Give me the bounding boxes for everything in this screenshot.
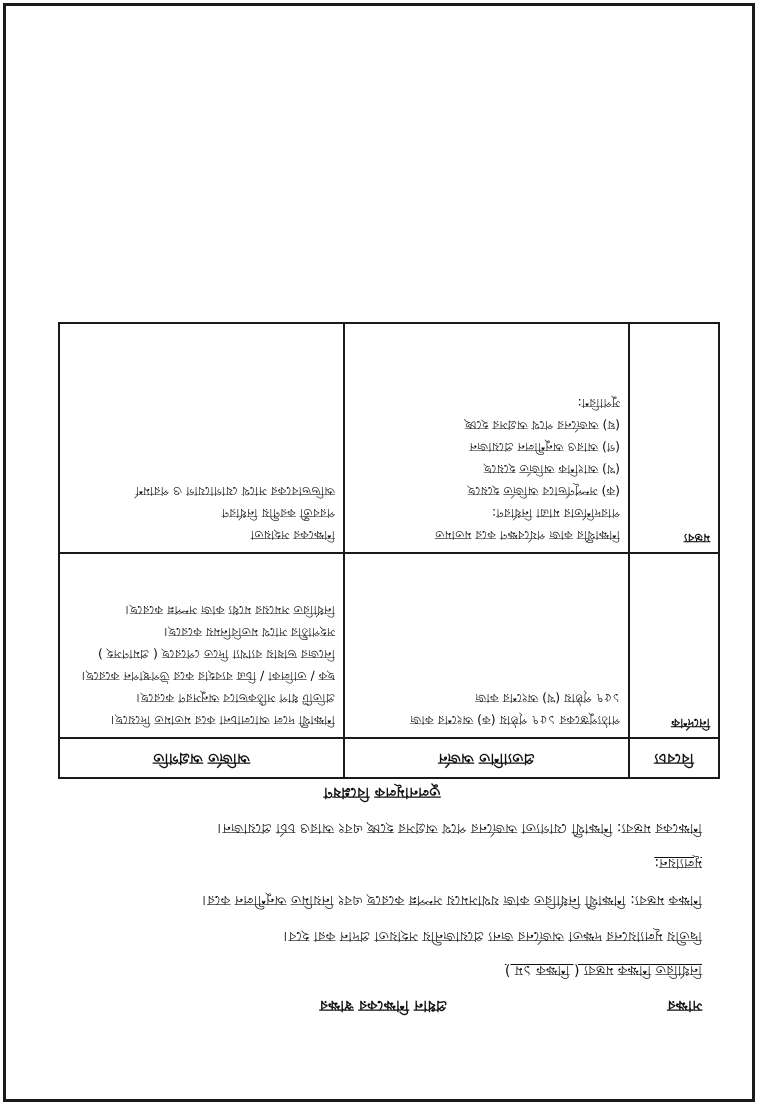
cell-line: নির্ধারিত সময়ের মধ্যে কাজ সম্পন্ন করেছে… [125,603,335,618]
comparison-table: বিবেচ্য প্রত্যাশিত অর্জন অর্জিত অগ্রগতি … [58,322,720,779]
cell-line: ছক / তালিকা / চিত্র ব্যবহার করে উপস্থাপন… [81,669,335,684]
cell-line: পাঠ্যপুস্তকের ১৫৭ পৃষ্ঠায় (ক) অংশের কাজ [410,713,620,728]
row-label: নির্দেশক [629,553,719,738]
paragraph-3: শিক্ষক মন্তব্য: শিক্ষার্থী নির্ধারিত কাজ… [202,892,702,908]
cell-line: শিক্ষার্থীর কাজ পর্যবেক্ষণ করে মতামত [435,528,620,543]
paragraph-5: শিক্ষকের মন্তব্য: শিক্ষার্থী যোগ্যতা অর্… [217,820,702,836]
paragraph-1: নির্ধারিত শিক্ষক মন্তব্য ( শিক্ষক ১ম ) [504,962,702,978]
cell-line: (ঘ) অর্জনের পথে অগ্রসর হচ্ছে [464,418,620,433]
header-expected: প্রত্যাশিত অর্জন [344,738,629,778]
table-caption: তুলনামূলক বিশ্লেষণ [323,784,441,802]
row-label: মন্তব্য [629,323,719,553]
paragraph-2: দ্বিতীয় মূল্যায়নের দক্ষতা অর্জনের জন্য… [283,928,702,944]
row-cell-achieved: শিক্ষকের সহায়তা পরবর্তী করণীয় নির্ধারণ… [59,323,344,553]
cell-line: সহপাঠীর সাথে মতবিনিময় করেছে। [164,625,335,640]
row-cell-achieved: শিক্ষার্থী দলে আলোচনা করে মতামত দিয়েছে।… [59,553,344,738]
cell-line: শিক্ষকের সহায়তা [250,528,335,543]
cell-line: ১৫৭ পৃষ্ঠায় (খ) অংশের কাজ [475,691,620,706]
table-row: নির্দেশক পাঠ্যপুস্তকের ১৫৭ পৃষ্ঠায় (ক) … [59,553,719,738]
cell-line: প্রতিটি ধাপ সঠিকভাবে অনুসরণ করেছে। [136,691,335,706]
signature-right: প্রধান শিক্ষকের স্বাক্ষর [319,997,447,1015]
row-cell-expected: পাঠ্যপুস্তকের ১৫৭ পৃষ্ঠায় (ক) অংশের কাজ… [344,553,629,738]
cell-line: শিক্ষার্থী দলে আলোচনা করে মতামত দিয়েছে। [110,713,335,728]
cell-line: নিজের ভাষায় ব্যাখ্যা দিতে পেরেছে ( প্রম… [97,647,335,662]
table-header-row: বিবেচ্য প্রত্যাশিত অর্জন অর্জিত অগ্রগতি [59,738,719,778]
signature-row: সাক্ষর প্রধান শিক্ষকের স্বাক্ষর [62,987,702,1017]
cell-line: পরবর্তী করণীয় নির্ধারণ [221,506,335,521]
page-border [3,3,755,1102]
header-achieved: অর্জিত অগ্রগতি [59,738,344,778]
header-label: বিবেচ্য [629,738,719,778]
cell-line: (গ) আরও অনুশীলন প্রয়োজন [469,440,620,455]
paragraph-4: মূল্যায়ন: [654,855,702,871]
signature-left: সাক্ষর [667,997,702,1015]
row-cell-expected: শিক্ষার্থীর কাজ পর্যবেক্ষণ করে মতামত পার… [344,323,629,553]
cell-line: (ক) সম্পূর্ণভাবে অর্জিত হয়েছে [467,484,620,499]
cell-line: (খ) আংশিক অর্জিত হয়েছে [483,462,620,477]
table-row: মন্তব্য শিক্ষার্থীর কাজ পর্যবেক্ষণ করে ম… [59,323,719,553]
cell-line: পারদর্শিতার মাত্রা নির্ধারণ: [491,506,620,521]
cell-line: অভিভাবকের সাথে যোগাযোগ ও পরামর্শ [135,484,335,499]
cell-line: সুপারিশ: [577,396,620,411]
